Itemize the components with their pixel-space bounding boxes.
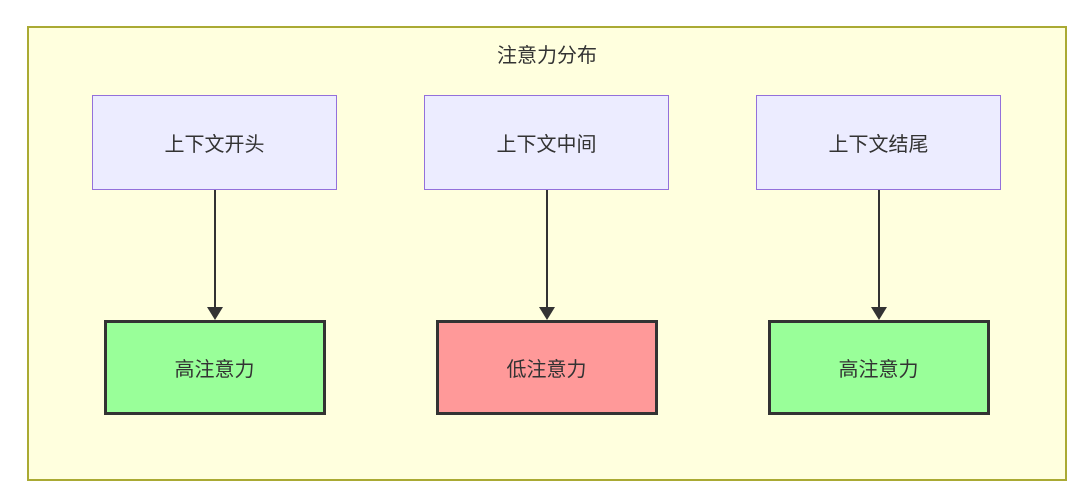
down-arrow (538, 190, 555, 320)
arrow-head-icon (206, 307, 223, 320)
down-arrow (870, 190, 887, 320)
context-start-node: 上下文开头 (92, 95, 337, 190)
arrow-head-icon (870, 307, 887, 320)
context-start-label: 上下文开头 (164, 134, 265, 156)
columns-row: 上下文开头 高注意力 上下文中间 低注意力 (92, 95, 1001, 415)
high-attention-label: 高注意力 (838, 359, 919, 381)
flow-column-start: 上下文开头 高注意力 (92, 95, 337, 415)
high-attention-node: 高注意力 (767, 320, 990, 415)
arrow-head-icon (538, 307, 555, 320)
arrow-line (213, 190, 216, 307)
context-middle-label: 上下文中间 (496, 134, 597, 156)
attention-distribution-panel: 注意力分布 上下文开头 高注意力 上下文中间 (27, 26, 1067, 481)
diagram-title: 注意力分布 (497, 45, 597, 67)
arrow-line (545, 190, 548, 307)
low-attention-label: 低注意力 (506, 359, 587, 381)
high-attention-label: 高注意力 (174, 359, 255, 381)
arrow-line (877, 190, 880, 307)
low-attention-node: 低注意力 (435, 320, 658, 415)
flow-column-middle: 上下文中间 低注意力 (424, 95, 669, 415)
high-attention-node: 高注意力 (103, 320, 326, 415)
down-arrow (206, 190, 223, 320)
context-end-label: 上下文结尾 (828, 134, 929, 156)
context-middle-node: 上下文中间 (424, 95, 669, 190)
flow-column-end: 上下文结尾 高注意力 (756, 95, 1001, 415)
context-end-node: 上下文结尾 (756, 95, 1001, 190)
